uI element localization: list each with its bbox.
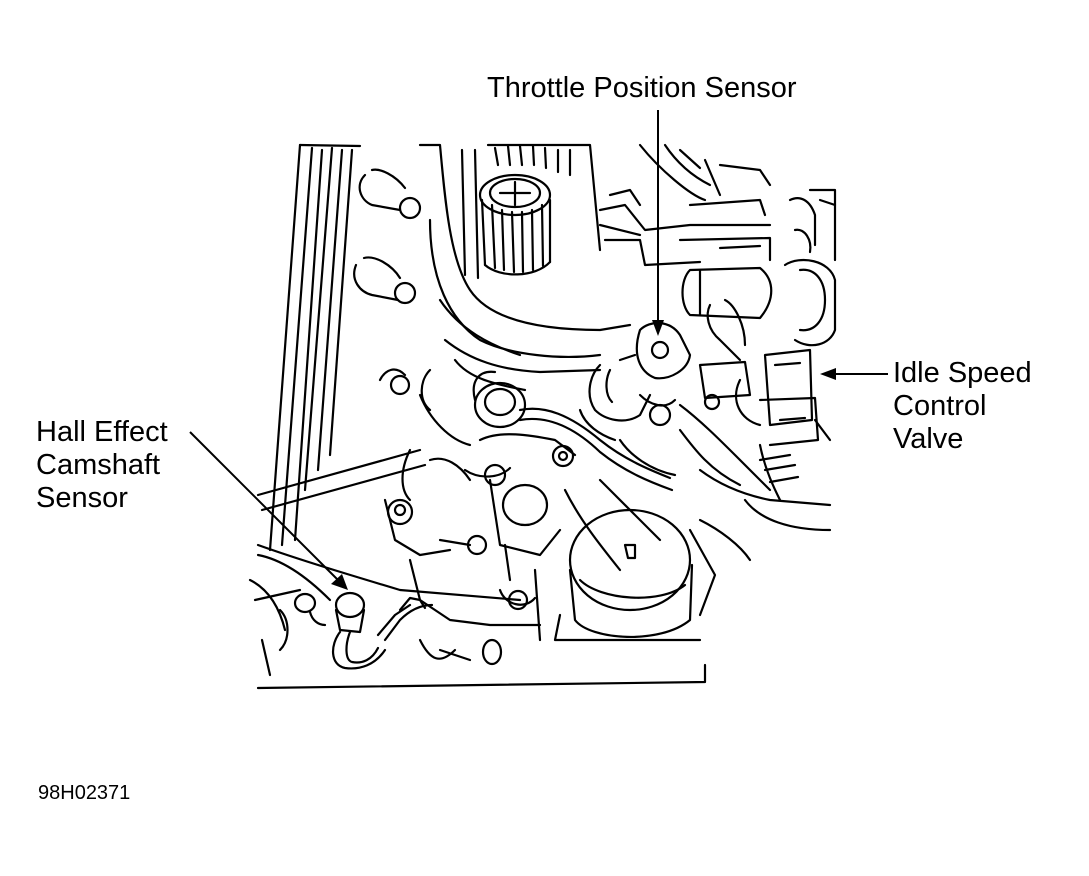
idle-speed-line-1: Idle Speed [893, 357, 1032, 389]
oil-filler-cap [478, 144, 572, 276]
figure-id: 98H02371 [38, 782, 131, 804]
throttle-body [598, 143, 837, 347]
hall-effect-sensor [293, 591, 503, 670]
isc-valve [698, 298, 832, 502]
radiator-fins [268, 143, 362, 552]
hall-effect-line-3: Sensor [36, 482, 128, 514]
idle-speed-line-3: Valve [893, 423, 964, 455]
valve-cover [418, 143, 632, 392]
hall-effect-camshaft-sensor-label: Hall Effect Camshaft Sensor [36, 416, 168, 515]
wiring-harness [518, 403, 832, 572]
idle-speed-control-valve-label: Idle Speed Control Valve [893, 357, 1032, 456]
hall-effect-line-2: Camshaft [36, 449, 161, 481]
tps-connector [578, 322, 692, 442]
engine-bracket [383, 433, 577, 611]
oil-filter [553, 498, 832, 642]
valve-cover-bolts [353, 168, 422, 396]
leader-lines [189, 110, 888, 590]
hall-effect-line-1: Hall Effect [36, 416, 168, 448]
transaxle-housing [248, 448, 542, 677]
baseline [256, 663, 707, 690]
hose-elbow [418, 368, 527, 487]
idle-speed-line-2: Control [893, 390, 987, 422]
throttle-position-sensor-label: Throttle Position Sensor [487, 72, 797, 104]
